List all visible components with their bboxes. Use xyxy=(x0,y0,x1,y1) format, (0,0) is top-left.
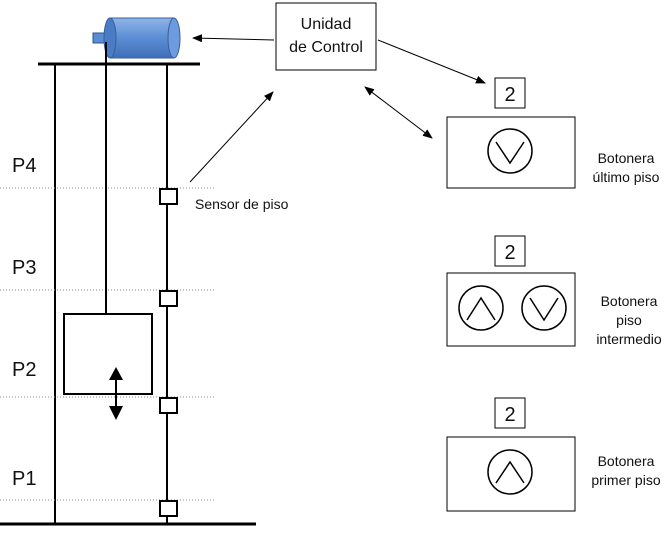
arrow-control-to-display xyxy=(377,39,486,84)
floor-label-p1: P1 xyxy=(12,468,36,490)
panel-bottom-caption-line2: primer piso xyxy=(591,472,660,488)
chevron-down-icon xyxy=(529,297,559,322)
floor-display-top-value: 2 xyxy=(504,84,515,106)
arrow-control-to-motor xyxy=(192,34,275,43)
floor-label-p3: P3 xyxy=(12,257,36,279)
floor-display-middle xyxy=(494,235,526,267)
sensor-label: Sensor de piso xyxy=(195,196,289,212)
floor-sensor-p4 xyxy=(159,188,178,205)
panel-middle-caption-line3: intermedio xyxy=(596,331,662,347)
arrow-sensor-to-control xyxy=(189,91,274,183)
panel-middle-caption-line2: piso xyxy=(616,312,642,328)
call-up-button-bottom[interactable] xyxy=(487,449,533,495)
call-up-button-middle[interactable] xyxy=(458,285,504,331)
call-down-button-middle[interactable] xyxy=(521,285,567,331)
panel-bottom-caption-line1: Botonera xyxy=(598,453,655,469)
floor-label-p4: P4 xyxy=(12,155,36,177)
panel-middle-caption-line1: Botonera xyxy=(601,293,658,309)
floor-display-bottom-value: 2 xyxy=(504,404,515,426)
elevator-cabin xyxy=(63,313,153,395)
floor-display-top xyxy=(494,77,526,109)
chevron-up-icon xyxy=(466,296,496,321)
up-down-arrow-icon xyxy=(109,367,123,420)
chevron-down-icon xyxy=(495,141,525,165)
floor-display-middle-value: 2 xyxy=(504,242,515,264)
panel-top-caption-line1: Botonera xyxy=(598,150,655,166)
chevron-up-icon xyxy=(495,460,525,484)
control-unit-label-line2: de Control xyxy=(289,39,363,56)
floor-sensor-p1 xyxy=(159,500,178,517)
arrow-control-panel-bidirectional xyxy=(364,86,433,139)
floor-label-p2: P2 xyxy=(12,359,36,381)
call-down-button-top[interactable] xyxy=(487,128,533,174)
control-unit-label-line1: Unidad xyxy=(301,16,352,33)
floor-sensor-p3 xyxy=(159,290,178,307)
control-unit-box xyxy=(275,2,377,71)
floor-sensor-p2 xyxy=(159,397,178,414)
floor-display-bottom xyxy=(494,397,526,429)
panel-top-caption-line2: último piso xyxy=(593,169,660,185)
